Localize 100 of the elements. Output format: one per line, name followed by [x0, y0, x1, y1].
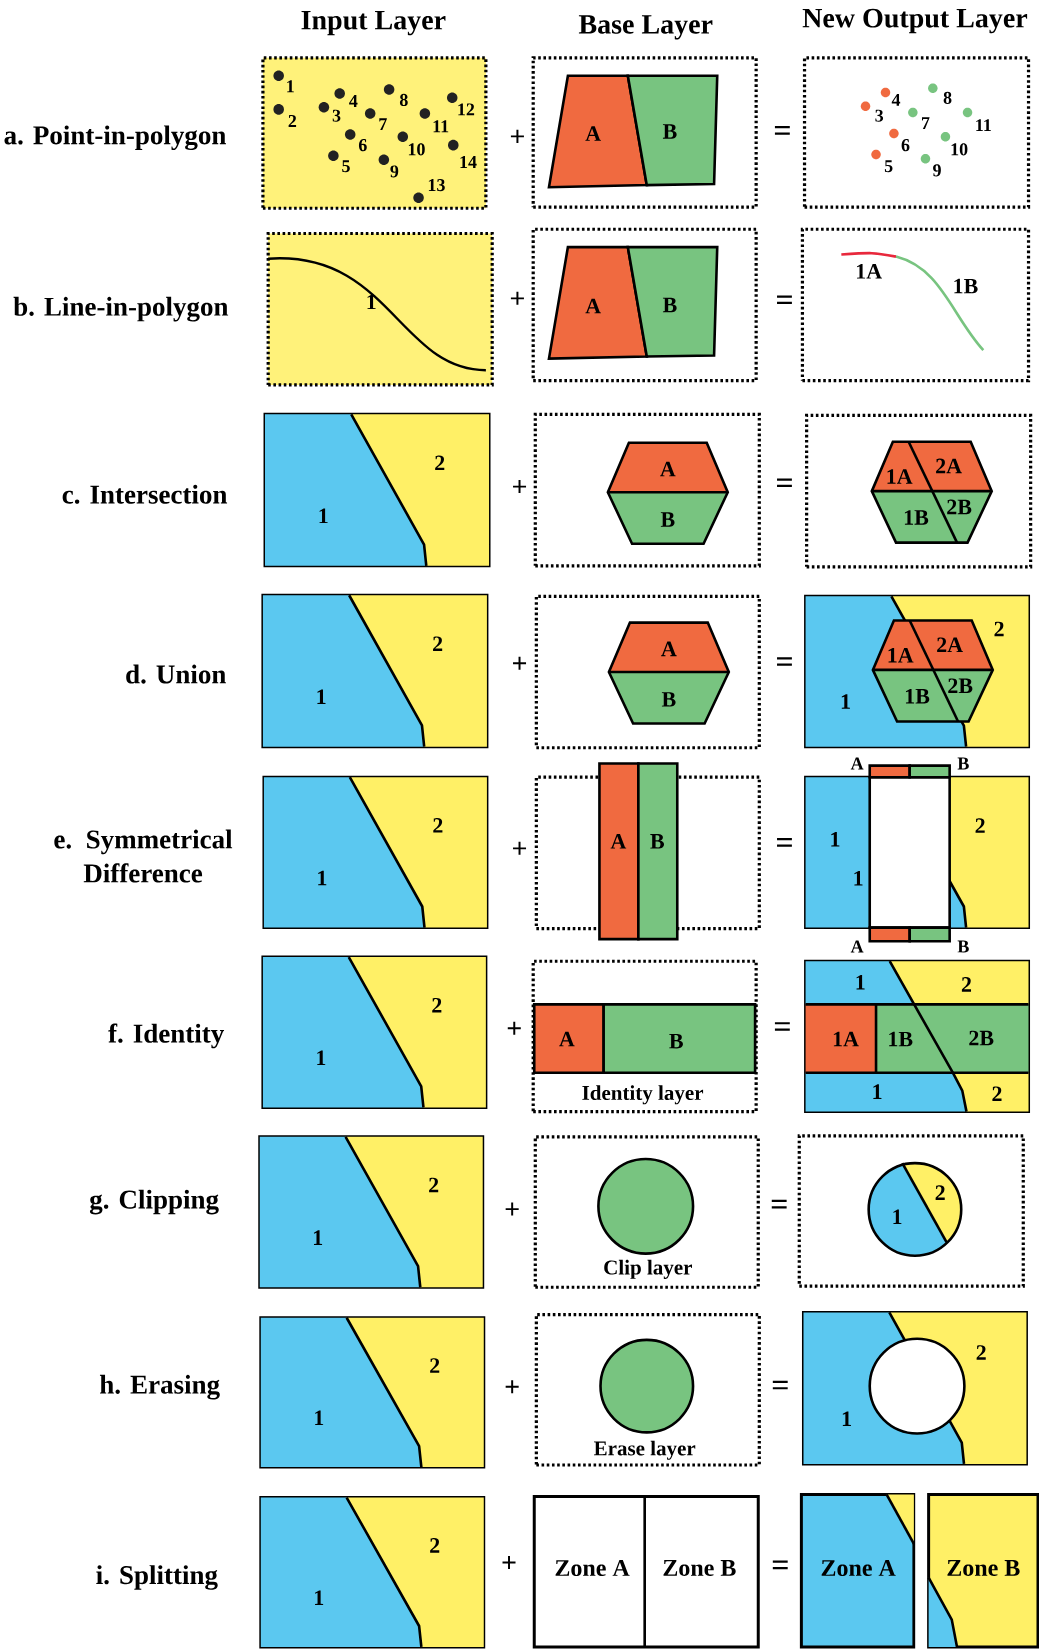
point-label: 5 [884, 160, 893, 173]
region-label: 1 [856, 975, 865, 990]
point-label: 4 [349, 95, 358, 107]
region-label: 2 [961, 977, 971, 992]
region-label: 2A [937, 637, 963, 652]
region-label: 1A [888, 647, 914, 663]
region-label: B [662, 124, 677, 139]
point-label: 3 [875, 109, 884, 122]
point-label: 9 [390, 165, 399, 178]
region-label: 1 [313, 1230, 323, 1245]
region-label: 2 [433, 818, 443, 833]
region-label: 1 [367, 294, 376, 310]
zone-label: Zone B [947, 1560, 1020, 1576]
point-label: 3 [332, 109, 341, 122]
region-label: 1 [831, 832, 840, 847]
region-label: 2 [992, 1086, 1002, 1101]
zone-label: Zone A [821, 1560, 896, 1577]
region-label: 2 [935, 1185, 945, 1200]
region-label: A [850, 757, 864, 770]
region-label: 2 [430, 1538, 440, 1553]
region-label: B [650, 834, 664, 849]
region-label: A [660, 461, 676, 477]
equals-sign: = [772, 1560, 788, 1570]
point-label: 13 [428, 179, 445, 192]
equals-sign: = [771, 1199, 787, 1209]
point-label: 11 [433, 120, 449, 133]
point-label: 11 [976, 119, 991, 132]
region-label: B [669, 1033, 683, 1049]
region-label: 2B [969, 1030, 994, 1046]
equals-sign: = [777, 657, 792, 666]
equals-sign: = [772, 1380, 788, 1390]
region-label: B [662, 297, 677, 313]
region-label: B [957, 757, 969, 770]
row-label: a. Point-in-polygon [4, 125, 226, 151]
region-label: 1 [842, 1411, 851, 1426]
region-label: 1 [317, 689, 326, 704]
layer-caption: Erase layer [594, 1440, 696, 1460]
point-label: 7 [379, 118, 387, 130]
region-label: 1B [904, 510, 929, 525]
region-label: 1 [873, 1084, 882, 1099]
point-label: 10 [951, 143, 968, 156]
region-label: 1 [317, 1050, 326, 1066]
region-label: A [661, 641, 677, 657]
region-label: 2 [429, 1177, 439, 1193]
zone-label: Zone B [663, 1560, 736, 1576]
point-label: 8 [399, 93, 408, 106]
equals-sign: = [777, 838, 792, 847]
zone-label: Zone A [555, 1560, 630, 1577]
region-label: 1 [315, 1410, 324, 1426]
region-label: 1 [318, 870, 327, 886]
region-label: B [660, 512, 675, 527]
column-heading: New Output Layer [802, 8, 1028, 34]
region-label: B [957, 940, 969, 953]
point-label: 7 [922, 117, 930, 129]
plus-sign: + [510, 129, 524, 143]
region-label: 2 [433, 636, 443, 651]
plus-sign: + [513, 841, 526, 855]
plus-sign: + [505, 1380, 519, 1394]
plus-sign: + [513, 656, 526, 670]
region-label: 2 [435, 455, 445, 471]
region-label: A [559, 1031, 575, 1047]
region-label: 1 [854, 870, 863, 886]
region-label: 1B [889, 1031, 913, 1047]
point-label: 12 [458, 103, 475, 116]
region-label: 1 [319, 508, 328, 524]
region-label: 2B [947, 499, 972, 515]
point-label: 5 [342, 160, 350, 173]
region-label: B [661, 692, 676, 707]
point-label: 9 [933, 164, 941, 177]
region-label: 2 [430, 1358, 440, 1373]
region-label: A [585, 126, 601, 141]
plus-sign: + [507, 1021, 521, 1035]
point-label: 6 [901, 139, 910, 152]
plus-sign: + [502, 1555, 516, 1569]
region-label: 1B [954, 278, 978, 294]
region-label: 2 [994, 621, 1004, 637]
region-label: 1A [833, 1031, 859, 1047]
equals-sign: = [777, 295, 792, 305]
row-label: i. Splitting [96, 1565, 218, 1590]
plus-sign: + [513, 480, 526, 494]
region-label: 2B [948, 678, 973, 693]
point-label: 8 [943, 91, 952, 104]
region-label: 1 [315, 1590, 324, 1605]
point-label: 6 [358, 139, 367, 152]
region-label: A [610, 834, 627, 849]
point-label: 1 [287, 80, 294, 93]
region-label: A [585, 298, 601, 314]
region-label: 2 [976, 1345, 986, 1360]
region-label: 1 [893, 1209, 902, 1225]
layer-caption: Clip layer [604, 1259, 692, 1279]
point-label: 2 [288, 115, 297, 127]
plus-sign: + [505, 1202, 519, 1216]
region-label: 1 [841, 694, 850, 709]
region-label: 2 [432, 997, 442, 1013]
region-label: 2 [975, 818, 985, 833]
point-label: 4 [891, 94, 901, 106]
region-label: 2A [936, 458, 962, 474]
equals-sign: = [774, 1022, 790, 1031]
region-label: 1A [887, 469, 913, 484]
point-label: 10 [408, 143, 425, 156]
